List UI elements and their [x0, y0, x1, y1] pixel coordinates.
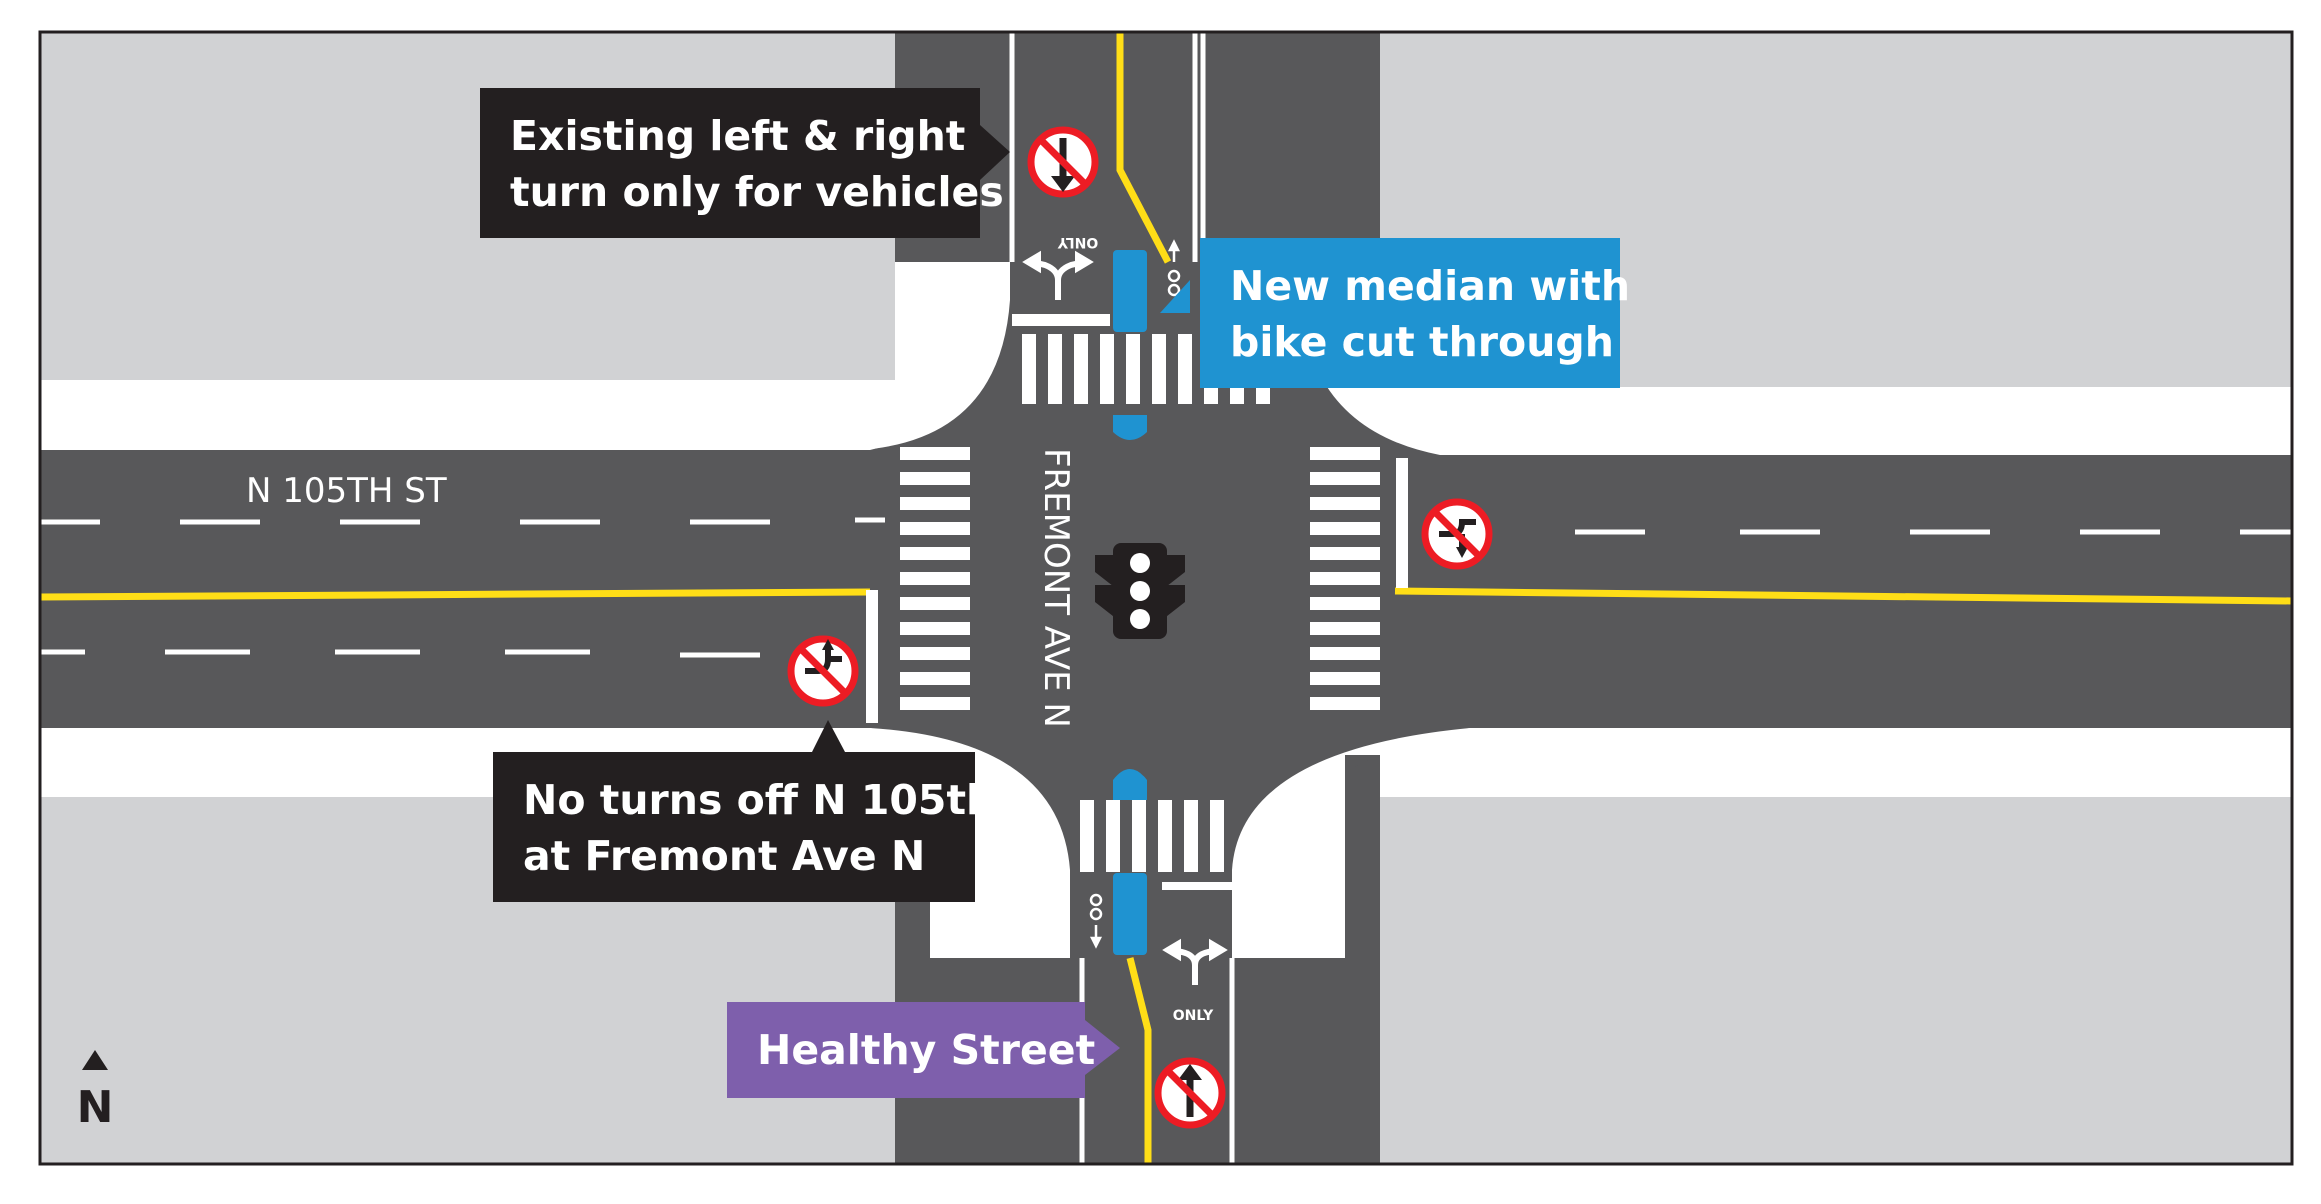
no-turn-icon-west — [787, 635, 859, 707]
pointer-median-callout — [1160, 280, 1190, 313]
callout-healthy-street: Healthy Street — [727, 1002, 1096, 1098]
pavement-only-south: ONLY — [1173, 1008, 1214, 1024]
pointer-north-callout — [980, 125, 1010, 180]
north-arrow-icon — [82, 1050, 108, 1070]
no-through-icon-north — [1027, 126, 1099, 198]
no-turn-icon-east — [1421, 498, 1493, 570]
traffic-signal-icon — [1095, 543, 1185, 639]
lane-arrow-north — [1022, 250, 1094, 300]
median-south — [1113, 873, 1147, 955]
north-arrow: N — [77, 1050, 114, 1133]
no-through-icon-south — [1154, 1057, 1226, 1129]
ew-lane-markings — [39, 314, 2293, 890]
callout-existing-turns: Existing left & right turn only for vehi… — [480, 88, 1004, 238]
bicycle-icon-north — [1167, 239, 1181, 297]
median-south-nose — [1113, 769, 1147, 800]
pointer-healthy-callout — [1085, 1020, 1120, 1075]
callout-no-turns-line2: at Fremont Ave N — [523, 832, 926, 880]
median-islands — [1113, 250, 1147, 955]
median-north — [1113, 250, 1147, 332]
callout-existing-turns-line1: Existing left & right — [510, 112, 966, 160]
callout-new-median: New median with bike cut through — [1200, 238, 1631, 388]
north-arrow-label: N — [77, 1082, 114, 1133]
pavement-only-north: ONLY — [1057, 234, 1098, 250]
street-name-ns: FREMONT AVE N — [1036, 448, 1076, 728]
callout-healthy-street-label: Healthy Street — [757, 1026, 1096, 1074]
lane-arrow-south — [1162, 938, 1228, 985]
callout-new-median-line1: New median with — [1230, 262, 1631, 310]
callout-no-turns-line1: No turns off N 105th — [523, 776, 996, 824]
block-se — [1345, 797, 2292, 1164]
north-lane-lines — [1009, 32, 1206, 264]
bicycle-icon-south — [1089, 893, 1103, 949]
callout-new-median-line2: bike cut through — [1230, 318, 1614, 366]
street-name-ew: N 105TH ST — [246, 471, 447, 511]
map-frame — [38, 30, 2294, 1166]
median-north-nose — [1113, 415, 1147, 440]
pointer-no-turns-callout — [812, 720, 845, 752]
callout-existing-turns-line2: turn only for vehicles — [510, 168, 1004, 216]
callout-no-turns: No turns off N 105th at Fremont Ave N — [493, 752, 996, 902]
